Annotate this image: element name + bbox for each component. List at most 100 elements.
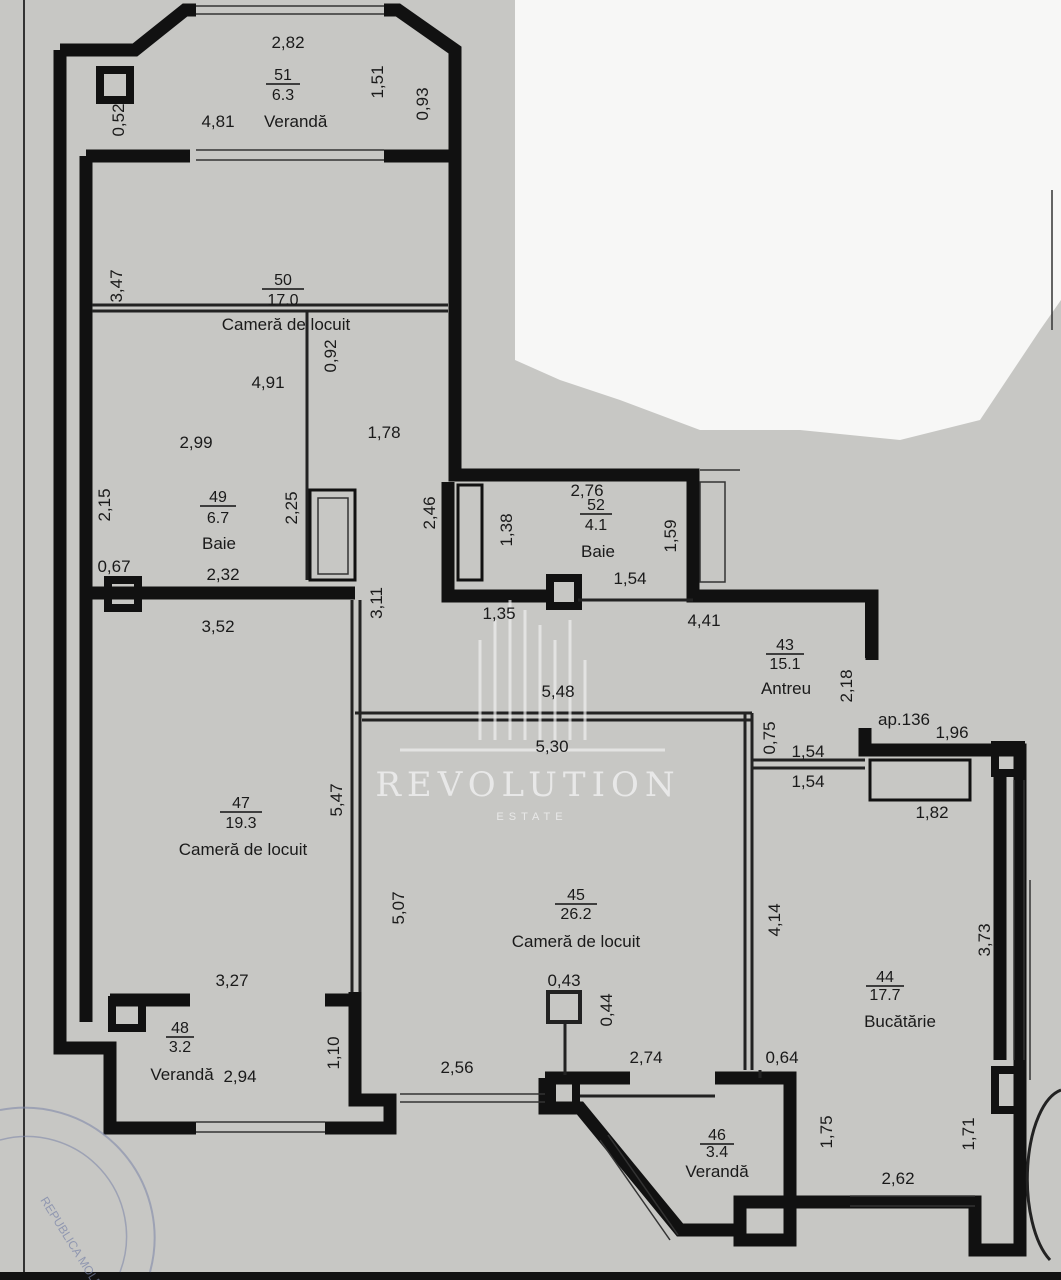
dimensions: 2,82 1,51 0,93 0,52 4,81 3,47 4,91 2,99 … [95, 33, 994, 1188]
svg-text:19.3: 19.3 [225, 815, 256, 832]
room-47: 47 19.3 Cameră de locuit [179, 795, 308, 859]
dim: 1,54 [613, 569, 646, 588]
walls [53, 3, 1027, 1257]
svg-text:Verandă: Verandă [150, 1065, 214, 1084]
partitions [92, 303, 865, 1098]
blank-white-area [515, 0, 1061, 440]
windows [196, 5, 1025, 1241]
dim: 4,91 [251, 373, 284, 392]
dim: 3,47 [107, 269, 126, 302]
svg-text:Antreu: Antreu [761, 679, 811, 698]
dim: 2,99 [179, 433, 212, 452]
dim: 0,75 [760, 721, 779, 754]
dim: 2,46 [420, 496, 439, 529]
dim: 2,32 [206, 565, 239, 584]
room-50: 50 17.0 Cameră de locuit [222, 272, 351, 334]
svg-text:52: 52 [587, 497, 605, 514]
dim: 2,76 [570, 481, 603, 500]
dim: 1,78 [367, 423, 400, 442]
dim: 1,54 [791, 772, 824, 791]
svg-text:15.1: 15.1 [769, 656, 800, 673]
svg-text:48: 48 [171, 1020, 189, 1037]
dim: 1,54 [791, 742, 824, 761]
svg-text:45: 45 [567, 887, 585, 904]
watermark-brand: REVOLUTION [375, 765, 680, 805]
dim: 1,38 [497, 513, 516, 546]
room-46: 46 3.4 Verandă [685, 1127, 749, 1181]
bathroom-fixtures [308, 481, 972, 802]
dim: 5,07 [389, 891, 408, 924]
svg-text:50: 50 [274, 272, 292, 289]
dim: 2,94 [223, 1067, 256, 1086]
dim: 2,56 [440, 1058, 473, 1077]
dim: 0,43 [547, 971, 580, 990]
dim: 3,52 [201, 617, 234, 636]
dim: 0,67 [97, 557, 130, 576]
svg-text:Verandă: Verandă [685, 1162, 749, 1181]
watermark: REVOLUTION ESTATE [375, 600, 680, 823]
dim: 2,62 [881, 1169, 914, 1188]
dim: 2,25 [282, 491, 301, 524]
dim: 1,75 [817, 1115, 836, 1148]
room-48: 48 3.2 Verandă [150, 1020, 214, 1084]
svg-text:Cameră de locuit: Cameră de locuit [179, 840, 308, 859]
room-45: 45 26.2 Cameră de locuit [512, 887, 641, 951]
dim: 1,71 [959, 1117, 978, 1150]
room-52: 52 4.1 Baie [580, 497, 615, 561]
dim: 5,47 [327, 783, 346, 816]
dim: 1,35 [482, 604, 515, 623]
dim: 2,15 [95, 488, 114, 521]
svg-text:49: 49 [209, 489, 227, 506]
dim: 3,11 [367, 587, 386, 619]
svg-text:Baie: Baie [202, 534, 236, 553]
svg-text:Cameră de locuit: Cameră de locuit [512, 932, 641, 951]
svg-text:Baie: Baie [581, 542, 615, 561]
svg-text:46: 46 [708, 1127, 726, 1144]
watermark-sub: ESTATE [496, 811, 567, 823]
svg-text:17.7: 17.7 [869, 987, 900, 1004]
bottom-border [0, 1272, 1061, 1280]
dim: 2,18 [837, 669, 856, 702]
dim: 1,96 [935, 723, 968, 742]
dim: 1,10 [324, 1036, 343, 1069]
right-edge-arc [1025, 1088, 1061, 1262]
dim: 1,51 [368, 65, 387, 98]
dim: 0,64 [765, 1048, 798, 1067]
svg-text:47: 47 [232, 795, 250, 812]
dim: 0,52 [109, 103, 128, 136]
dim: 0,92 [321, 339, 340, 372]
svg-text:Bucătărie: Bucătărie [864, 1012, 936, 1031]
dim: 4,14 [765, 903, 784, 936]
dim: 5,30 [535, 737, 568, 756]
svg-text:17.0: 17.0 [267, 292, 298, 309]
svg-text:3.4: 3.4 [706, 1144, 728, 1161]
room-49: 49 6.7 Baie [200, 489, 236, 553]
dim: 1,82 [915, 803, 948, 822]
svg-text:6.3: 6.3 [272, 87, 294, 104]
svg-text:26.2: 26.2 [560, 906, 591, 923]
svg-text:44: 44 [876, 969, 894, 986]
svg-text:4.1: 4.1 [585, 517, 607, 534]
dim: 1,59 [661, 519, 680, 552]
dim: 3,27 [215, 971, 248, 990]
dim: 4,41 [687, 611, 720, 630]
room-44: 44 17.7 Bucătărie [864, 969, 936, 1031]
dim: 0,93 [413, 87, 432, 120]
dim: 2,74 [629, 1048, 662, 1067]
svg-text:Cameră de locuit: Cameră de locuit [222, 315, 351, 334]
dim: 2,82 [271, 33, 304, 52]
svg-text:3.2: 3.2 [169, 1039, 191, 1056]
dim: 4,81 [201, 112, 234, 131]
svg-text:51: 51 [274, 67, 292, 84]
svg-text:43: 43 [776, 637, 794, 654]
room-43: 43 15.1 Antreu [761, 637, 811, 698]
room-51: 51 6.3 Verandă [264, 67, 328, 131]
room-labels: 51 6.3 Verandă 50 17.0 Cameră de locuit … [150, 67, 936, 1181]
svg-text:6.7: 6.7 [207, 510, 229, 527]
svg-text:Verandă: Verandă [264, 112, 328, 131]
dim: 5,48 [541, 682, 574, 701]
apartment-label: ap.136 [878, 710, 930, 729]
dim: 3,73 [975, 923, 994, 956]
dim: 0,44 [597, 993, 616, 1026]
